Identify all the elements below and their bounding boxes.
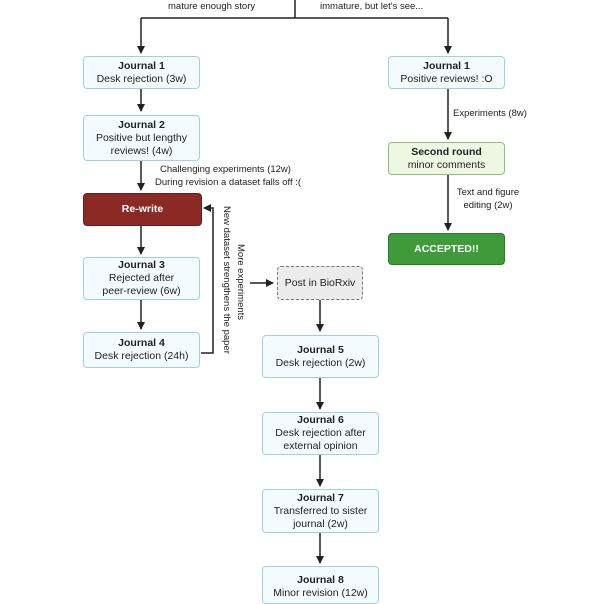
top-right-label: immature, but let's see... (320, 1, 424, 12)
node-title: Journal 5 (297, 343, 344, 356)
accepted-node: ACCEPTED!! (388, 233, 505, 265)
text-figure-line-1: Text and figure (456, 187, 520, 198)
node-text: external opinion (283, 440, 358, 452)
node-title: Journal 1 (423, 59, 470, 72)
node-title: Journal 8 (297, 574, 344, 586)
arrow-j4-rewrite (201, 204, 214, 354)
journal3-node: Journal 3 Rejected after peer-review (6w… (83, 257, 200, 300)
node-text: reviews! (4w) (110, 144, 173, 157)
text-figure-line-2: editing (2w) (463, 200, 513, 211)
node-title: Journal 2 (118, 118, 165, 131)
node-text: Desk rejection (24h) (94, 350, 189, 362)
node-text: minor comments (407, 158, 486, 171)
journal2-node: Journal 2 Positive but lengthy reviews! … (83, 115, 200, 161)
rewrite-node: Re-write (83, 193, 202, 226)
node-text: Desk rejection (3w) (96, 72, 187, 85)
node-text: journal (2w) (293, 517, 348, 530)
journal6-node: Journal 6 Desk rejection after external … (262, 412, 379, 455)
node-title: Journal 6 (297, 414, 344, 426)
journal7-node: Journal 7 Transferred to sister journal … (262, 489, 379, 533)
node-text: Rejected after (108, 272, 175, 284)
node-text: Positive reviews! :O (400, 72, 493, 85)
journal1-left-node: Journal 1 Desk rejection (3w) (83, 56, 200, 89)
node-text: Transferred to sister (273, 504, 368, 517)
biorxiv-node: Post in BioRxiv (277, 266, 363, 300)
experiments-label: Experiments (8w) (453, 108, 527, 119)
node-text: ACCEPTED!! (414, 242, 479, 255)
node-title: Second round (411, 145, 482, 158)
node-title: Journal 7 (297, 491, 344, 504)
more-experiments-label: More experiments (235, 244, 246, 321)
top-left-label: mature enough story (168, 1, 256, 12)
journal5-node: Journal 5 Desk rejection (2w) (262, 335, 379, 378)
text-figure-label: Text and figure editing (2w) (448, 186, 528, 212)
challenging-label-1: Challenging experiments (12w) (160, 164, 291, 175)
new-dataset-label: New dataset strengthens the paper (221, 206, 232, 354)
node-text: Minor revision (12w) (273, 587, 368, 599)
node-text: Re-write (121, 203, 164, 215)
node-text: Desk rejection (2w) (275, 356, 366, 369)
challenging-label-2: During revision a dataset falls off :( (155, 177, 302, 188)
journal1-right-node: Journal 1 Positive reviews! :O (388, 56, 505, 89)
node-text: Positive but lengthy (95, 131, 188, 144)
node-text: peer-review (6w) (102, 285, 181, 297)
node-title: Journal 4 (118, 337, 165, 349)
journal8-node: Journal 8 Minor revision (12w) (262, 566, 379, 604)
journal4-node: Journal 4 Desk rejection (24h) (83, 332, 200, 368)
second-round-node: Second round minor comments (388, 142, 505, 175)
node-title: Journal 1 (118, 59, 165, 72)
node-title: Journal 3 (118, 259, 165, 271)
node-text: Desk rejection after (275, 427, 366, 439)
node-text: Post in BioRxiv (284, 276, 356, 289)
